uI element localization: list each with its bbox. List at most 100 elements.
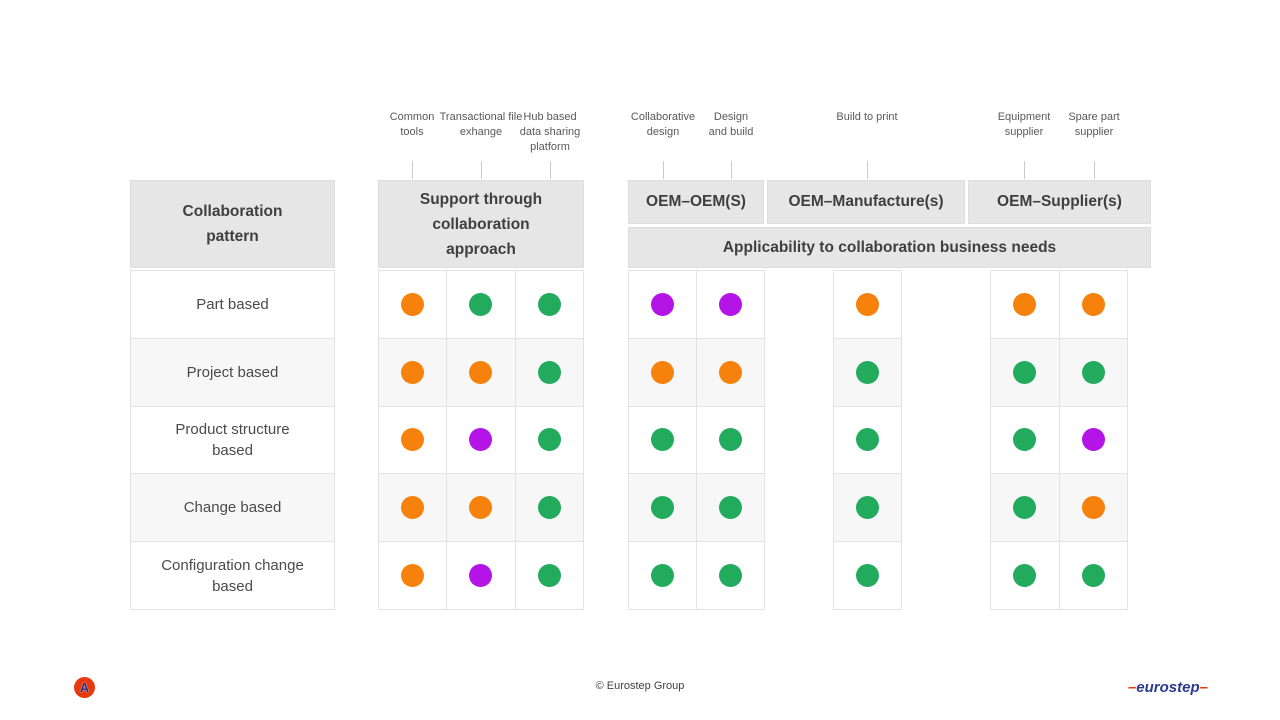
orange-dot: [401, 360, 425, 384]
leader-line: [663, 161, 664, 179]
matrix-cell: [515, 271, 583, 338]
orange-dot: [401, 564, 425, 588]
green-dot: [1013, 564, 1037, 588]
matrix-cell: [697, 271, 764, 338]
matrix-cell: [515, 542, 583, 609]
green-dot: [719, 496, 742, 520]
matrix-cell: [991, 474, 1059, 542]
green-dot: [719, 564, 742, 588]
column-label: Collaborative design: [630, 111, 696, 138]
orange-dot: [401, 496, 425, 520]
matrix-cell: [834, 542, 901, 609]
column-label: Build to print: [836, 111, 898, 123]
matrix-cell: [379, 406, 447, 474]
purple-dot: [469, 564, 493, 588]
matrix-cell: [1059, 338, 1127, 406]
orange-dot: [1081, 496, 1105, 520]
header-support-approach: Support through collaboration approach: [378, 180, 584, 268]
matrix-cell: [991, 542, 1059, 609]
matrix-cell: [629, 271, 696, 338]
green-dot: [719, 428, 742, 452]
green-dot: [1013, 496, 1037, 520]
green-dot: [469, 292, 493, 316]
header-oem-oem: OEM–OEM(S): [628, 180, 764, 224]
orange-dot: [469, 496, 493, 520]
matrix-cell: [991, 406, 1059, 474]
row-label: Change based: [131, 474, 334, 542]
column-label: Equipment supplier: [997, 111, 1051, 138]
leader-line: [412, 161, 413, 179]
orange-dot: [856, 292, 879, 316]
orange-dot: [401, 292, 425, 316]
logo-right-dash: –: [1199, 679, 1208, 696]
matrix-cell: [834, 474, 901, 542]
matrix-cell: [697, 338, 764, 406]
purple-dot: [469, 428, 493, 452]
header-oem-supplier: OEM–Supplier(s): [968, 180, 1151, 224]
green-dot: [1013, 360, 1037, 384]
matrix-cell: [447, 406, 515, 474]
matrix-cell: [629, 406, 696, 474]
green-dot: [856, 360, 879, 384]
leader-line: [481, 161, 482, 179]
leader-line: [731, 161, 732, 179]
green-dot: [537, 292, 561, 316]
oem-oem-matrix-strip: [628, 270, 765, 610]
orange-dot: [651, 360, 674, 384]
matrix-cell: [447, 474, 515, 542]
row-label: Product structure based: [131, 406, 334, 474]
logo-left-dash: –: [1127, 679, 1137, 696]
matrix-cell: [991, 338, 1059, 406]
orange-dot: [1013, 292, 1037, 316]
matrix-cell: [447, 338, 515, 406]
green-dot: [1081, 564, 1105, 588]
green-dot: [537, 496, 561, 520]
oem-supplier-matrix-strip: [990, 270, 1128, 610]
purple-dot: [1081, 428, 1105, 452]
green-dot: [1013, 428, 1037, 452]
matrix-cell: [447, 542, 515, 609]
matrix-cell: [515, 338, 583, 406]
green-dot: [537, 428, 561, 452]
matrix-cell: [697, 406, 764, 474]
matrix-cell: [629, 338, 696, 406]
eurostep-a-logo-icon: A: [74, 677, 95, 698]
matrix-cell: [1059, 271, 1127, 338]
leader-line: [867, 161, 868, 179]
column-label: Common tools: [389, 111, 435, 138]
green-dot: [537, 360, 561, 384]
matrix-cell: [447, 271, 515, 338]
column-label: Spare part supplier: [1068, 111, 1120, 138]
header-collaboration-pattern: Collaboration pattern: [130, 180, 335, 268]
leader-line: [1094, 161, 1095, 179]
orange-dot: [1081, 292, 1105, 316]
leader-line: [550, 161, 551, 179]
matrix-cell: [379, 338, 447, 406]
oem-manufacture-matrix-strip: [833, 270, 902, 610]
green-dot: [1081, 360, 1105, 384]
matrix-cell: [1059, 406, 1127, 474]
column-label: Hub based data sharing platform: [519, 111, 581, 153]
row-label: Part based: [131, 271, 334, 338]
matrix-cell: [515, 474, 583, 542]
green-dot: [651, 564, 674, 588]
row-label: Configuration change based: [131, 542, 334, 609]
matrix-cell: [379, 271, 447, 338]
green-dot: [651, 496, 674, 520]
header-oem-manufacture: OEM–Manufacture(s): [767, 180, 965, 224]
matrix-cell: [515, 406, 583, 474]
purple-dot: [719, 292, 742, 316]
orange-dot: [469, 360, 493, 384]
matrix-cell: [991, 271, 1059, 338]
column-label: Design and build: [708, 111, 754, 138]
row-label: Project based: [131, 338, 334, 406]
matrix-cell: [629, 542, 696, 609]
copyright-text: © Eurostep Group: [595, 680, 685, 692]
column-label: Transactional file exhange: [439, 111, 523, 138]
matrix-cell: [697, 542, 764, 609]
matrix-cell: [379, 474, 447, 542]
orange-dot: [401, 428, 425, 452]
logo-brand-text: eurostep: [1136, 679, 1200, 696]
matrix-cell: [834, 338, 901, 406]
